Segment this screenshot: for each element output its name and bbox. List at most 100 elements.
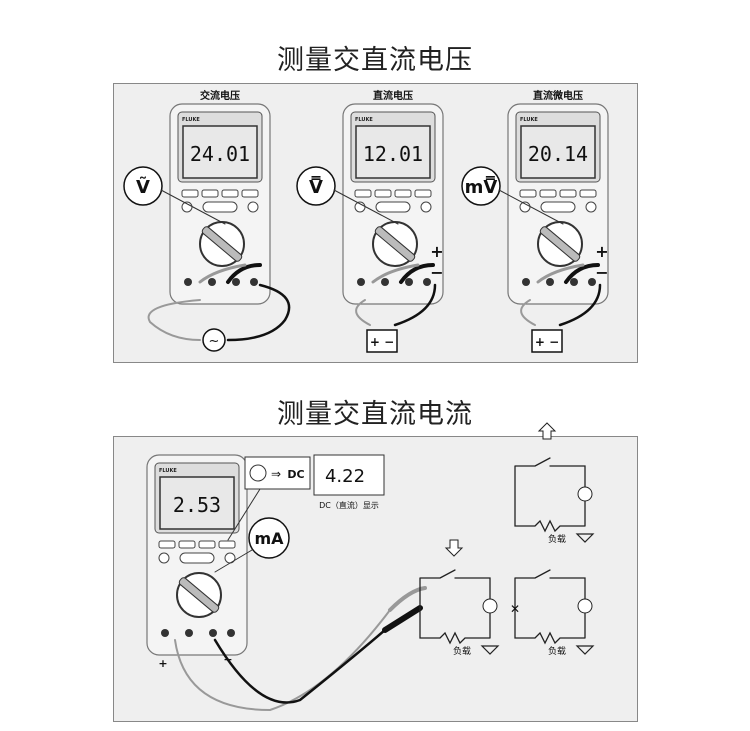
function-button <box>559 189 577 198</box>
input-jack <box>209 629 217 637</box>
section-title-voltage: 测量交直流电压 <box>277 45 473 76</box>
button-press-icon <box>249 464 267 482</box>
function-callout <box>123 166 163 206</box>
ac-source-icon <box>202 328 226 352</box>
gray-probe-clip <box>388 586 427 612</box>
hint-leader <box>227 488 261 541</box>
test-button <box>179 552 215 564</box>
function-button <box>178 540 196 549</box>
function-button <box>181 189 199 198</box>
ground-icon <box>480 645 500 655</box>
dc-hint-label: DC <box>287 468 304 481</box>
button-hint-box <box>244 456 311 490</box>
gray-probe <box>198 263 247 284</box>
function-button <box>519 189 537 198</box>
callout-symbol: Ṽ <box>136 175 150 198</box>
circuit-wires <box>419 569 491 645</box>
input-jack <box>232 278 240 286</box>
black-probe-clip <box>382 605 423 633</box>
function-button <box>374 189 392 198</box>
battery-polarity: + − <box>370 335 394 349</box>
lamp-icon <box>577 486 593 502</box>
input-jack <box>357 278 365 286</box>
gray-probe <box>536 263 585 284</box>
dial-knob <box>201 226 243 262</box>
lcd-reading: 2.53 <box>173 493 221 517</box>
range-button <box>585 201 597 213</box>
function-button <box>354 189 372 198</box>
polarity-minus: − <box>430 263 443 282</box>
lamp-icon <box>577 598 593 614</box>
gray-lead <box>520 299 536 326</box>
function-button <box>579 189 597 198</box>
range-button <box>247 201 259 213</box>
ground-icon <box>575 533 595 543</box>
test-button <box>540 201 576 213</box>
function-button <box>539 189 557 198</box>
circuit-wires <box>514 569 586 645</box>
multimeter: FLUKE 12.01 <box>342 103 444 305</box>
arrow-icon: ⇒ <box>271 467 281 481</box>
function-callout <box>461 166 501 206</box>
black-lead <box>558 283 602 327</box>
dc-display-inset <box>313 454 385 496</box>
lamp-icon <box>482 598 498 614</box>
function-button <box>201 189 219 198</box>
meter-label: 交流电压 <box>200 89 240 102</box>
callout-leader <box>160 189 226 225</box>
range-button <box>420 201 432 213</box>
input-jack <box>227 629 235 637</box>
black-lead <box>213 628 387 704</box>
polarity-plus: + <box>430 242 443 261</box>
input-jack <box>250 278 258 286</box>
function-button <box>414 189 432 198</box>
input-jack <box>208 278 216 286</box>
gray-probe <box>371 263 420 284</box>
multimeter-current: FLUKE 2.53 <box>146 454 248 656</box>
break-mark-icon: ✕ <box>510 602 520 616</box>
callout-leader <box>333 189 399 225</box>
gray-lead <box>174 609 391 712</box>
battery-icon <box>531 329 563 353</box>
callout-symbol: mV̿ <box>465 177 498 198</box>
arrow-down-icon <box>444 539 464 557</box>
load-label: 负载 <box>453 645 471 657</box>
fluke-logo: FLUKE <box>159 468 177 474</box>
black-probe <box>399 263 435 284</box>
function-button <box>218 540 236 549</box>
input-jack <box>185 629 193 637</box>
input-jack <box>423 278 431 286</box>
black-lead <box>393 283 437 327</box>
inset-caption: DC（直流）显示 <box>319 500 379 510</box>
lcd-screen <box>355 125 431 179</box>
test-button <box>202 201 238 213</box>
function-button <box>241 189 259 198</box>
lcd-screen <box>182 125 258 179</box>
input-jack <box>381 278 389 286</box>
dial-knob <box>178 577 220 613</box>
meter-label: 直流微电压 <box>533 89 583 102</box>
ground-icon <box>575 645 595 655</box>
lead-minus: − <box>223 653 232 666</box>
callout-ma: mA <box>254 529 284 548</box>
polarity-plus: + <box>595 242 608 261</box>
function-button <box>221 189 239 198</box>
callout-symbol: V̿ <box>309 177 323 198</box>
ac-source-symbol: ~ <box>209 334 220 349</box>
load-label: 负载 <box>548 645 566 657</box>
lcd-reading: 12.01 <box>363 142 423 166</box>
polarity-minus: − <box>595 263 608 282</box>
hold-button <box>158 552 170 564</box>
inset-reading: 4.22 <box>325 466 365 487</box>
dial-knob <box>539 226 581 262</box>
black-lead <box>226 283 291 342</box>
battery-icon <box>366 329 398 353</box>
lcd-reading: 24.01 <box>190 142 250 166</box>
lcd-reading: 20.14 <box>528 142 588 166</box>
input-jack <box>405 278 413 286</box>
fluke-logo: FLUKE <box>355 117 373 123</box>
input-jack <box>184 278 192 286</box>
